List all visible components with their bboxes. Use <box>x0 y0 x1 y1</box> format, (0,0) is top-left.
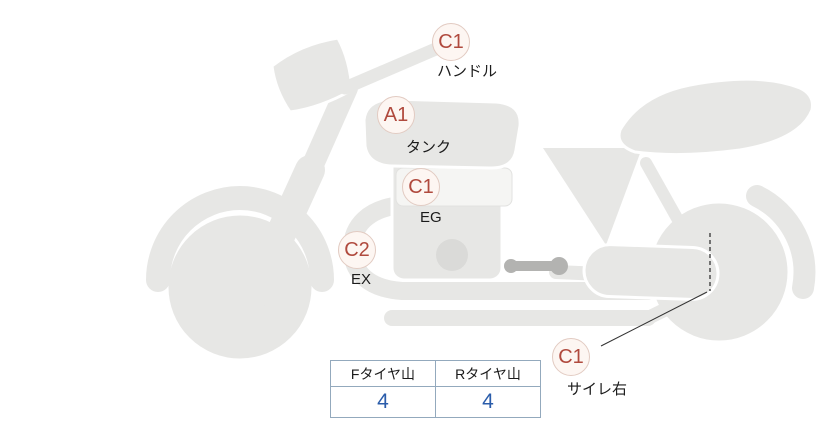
part-label-exhaust: EX <box>351 271 372 288</box>
front-tire-value: 4 <box>330 386 436 418</box>
grade-badge-exhaust: C2 <box>338 231 376 269</box>
grade-badge-silencer-right: C1 <box>552 338 590 376</box>
muffler <box>582 243 720 301</box>
part-label-silencer-right: サイレ右 <box>567 381 628 398</box>
seat <box>617 77 814 157</box>
front-fender <box>146 186 334 292</box>
side-cover <box>543 148 642 245</box>
part-label-engine: EG <box>420 209 442 226</box>
grade-badge-tank: A1 <box>377 96 415 134</box>
grade-badge-engine: C1 <box>402 168 440 206</box>
part-label-handlebar: ハンドル <box>437 63 498 80</box>
part-label-tank: タンク <box>406 139 452 156</box>
engine-case-circle <box>436 239 468 271</box>
rear-tire-value: 4 <box>435 386 541 418</box>
rear-tire-header: Rタイヤ山 <box>435 360 541 387</box>
grade-badge-handlebar: C1 <box>432 23 470 61</box>
tire-tread-table: Fタイヤ山 Rタイヤ山 4 4 <box>330 360 541 418</box>
rear-fender <box>746 185 816 299</box>
footpeg <box>504 257 568 275</box>
fork-upper <box>244 77 358 306</box>
rear-shock <box>640 157 702 258</box>
front-tire-header: Fタイヤ山 <box>330 360 436 387</box>
muffler-pointer-line <box>600 291 708 347</box>
